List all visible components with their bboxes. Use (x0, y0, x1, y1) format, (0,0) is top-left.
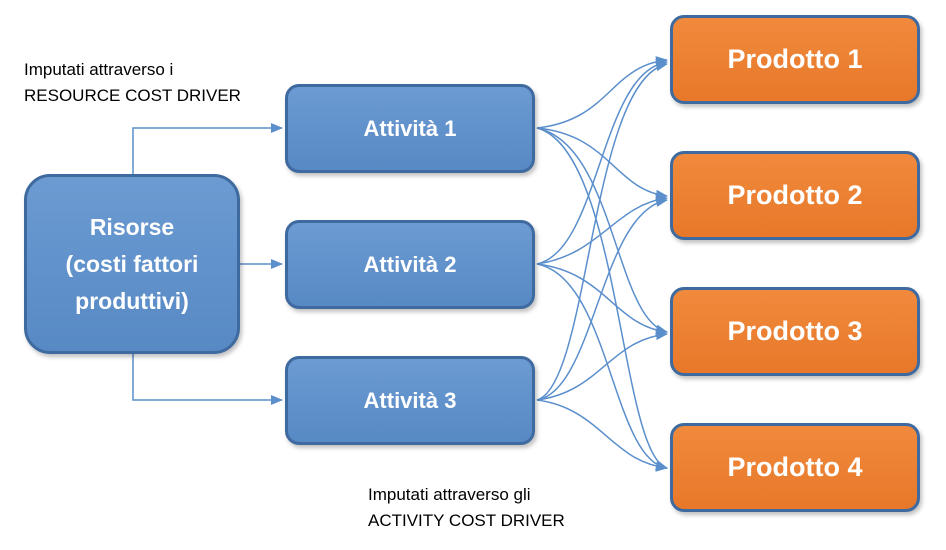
connector-risorse-attivita-1 (132, 123, 283, 174)
connector-attivita-3-prodotto-3 (536, 330, 668, 401)
activity-box-2: Attività 2 (285, 220, 535, 309)
product-box-3: Prodotto 3 (670, 287, 920, 376)
activity-label: Attività 2 (363, 251, 457, 277)
connector-attivita-2-prodotto-2 (536, 194, 668, 265)
activity-label: Attività 1 (363, 115, 457, 141)
resources-box: Risorse (costi fattori produttivi) (24, 174, 240, 354)
activity-label: Attività 3 (363, 387, 457, 413)
product-label: Prodotto 1 (727, 44, 863, 74)
resources-line-2: (costi fattori (65, 250, 199, 277)
connector-attivita-1-prodotto-1 (536, 56, 668, 129)
activity-box-1: Attività 1 (285, 84, 535, 173)
activity-box-3: Attività 3 (285, 356, 535, 445)
resource-note-line-1: Imputati attraverso i (24, 60, 174, 79)
connector-attivita-3-prodotto-4 (536, 399, 668, 472)
connector-attivita-1-prodotto-4 (536, 127, 668, 470)
resources-line-3: produttivi) (75, 287, 189, 314)
connector-attivita-2-prodotto-3 (536, 263, 668, 336)
resource-note-line-2: RESOURCE COST DRIVER (24, 86, 241, 105)
product-label: Prodotto 2 (727, 180, 863, 210)
connector-attivita-2-prodotto-1 (536, 58, 668, 265)
product-box-2: Prodotto 2 (670, 151, 920, 240)
activity-cost-driver-note: Imputati attraverso gli ACTIVITY COST DR… (368, 482, 565, 534)
activity-note-line-2: ACTIVITY COST DRIVER (368, 511, 565, 530)
connector-attivita-1-prodotto-3 (536, 127, 668, 335)
product-box-4: Prodotto 4 (670, 423, 920, 512)
connector-attivita-2-prodotto-4 (536, 263, 668, 472)
activity-note-line-1: Imputati attraverso gli (368, 485, 531, 504)
connector-attivita-1-prodotto-2 (536, 127, 668, 200)
resource-cost-driver-note: Imputati attraverso i RESOURCE COST DRIV… (24, 57, 241, 109)
product-label: Prodotto 3 (727, 316, 863, 346)
product-label: Prodotto 4 (727, 452, 863, 482)
product-box-1: Prodotto 1 (670, 15, 920, 104)
connector-attivita-3-prodotto-1 (536, 61, 668, 401)
connector-risorse-attivita-3 (132, 354, 283, 405)
resources-line-1: Risorse (89, 213, 175, 240)
connector-attivita-3-prodotto-2 (536, 197, 668, 401)
